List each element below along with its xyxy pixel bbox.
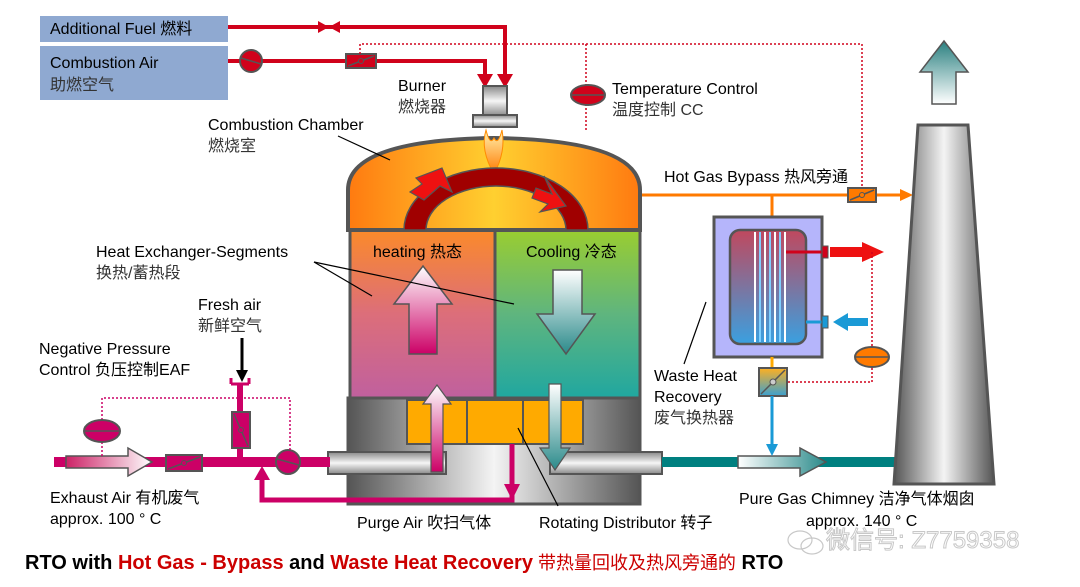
heat-exchanger-leader-line-1: [313, 261, 373, 297]
exhaust-air-label: Exhaust Air 有机废气: [50, 489, 199, 507]
combustion-chamber-cn-label: 燃烧室: [208, 137, 256, 155]
waste-heat-signal: [788, 252, 873, 383]
heating-label: heating 热态: [373, 243, 462, 261]
heat-exchanger-leader-line-2: [313, 261, 515, 305]
combustion-air-fan-icon: [239, 49, 263, 73]
exhaust-fan-icon: [275, 449, 301, 475]
chimney-up-arrow-icon: [918, 39, 970, 105]
purge-up-arrow-icon: [421, 383, 453, 473]
combustion-chamber-leader-line: [337, 135, 391, 161]
additional-fuel-label: Additional Fuel 燃料: [50, 20, 192, 38]
title-part-2: Hot Gas - Bypass: [118, 552, 284, 574]
outlet-pipe: [549, 451, 663, 475]
circulation-arc-icon: [403, 167, 589, 231]
watermark: 微信号: Z7759358: [787, 527, 1020, 555]
title-part-3: and: [284, 552, 331, 574]
additional-fuel-box: Additional Fuel 燃料: [40, 16, 228, 42]
outlet-down-arrow-icon: [538, 383, 572, 472]
wechat-icon: [787, 530, 824, 555]
clean-gas-arrow-icon: [737, 446, 828, 478]
temperature-control-sensor-icon: [570, 84, 606, 106]
title-part-4: Waste Heat Recovery: [330, 552, 534, 574]
waste-heat-damper-icon: [758, 357, 788, 456]
temperature-control-cn-label: 温度控制 CC: [612, 101, 704, 119]
combustion-air-cn-label: 助燃空气: [50, 76, 114, 94]
fuel-valve-icon: [318, 21, 340, 33]
hot-gas-bypass-label: Hot Gas Bypass 热风旁通: [664, 168, 848, 186]
exhaust-air-arrow-icon: [65, 446, 154, 478]
title-part-5: 带热量回收及热风旁通的: [533, 553, 736, 573]
rotating-distributor-leader-line: [517, 427, 559, 507]
heat-exchanger-label: Heat Exchanger-Segments: [96, 244, 288, 261]
cooling-label: Cooling 冷态: [526, 243, 617, 261]
inlet-pipe: [327, 451, 447, 475]
waste-heat-sensor-icon: [854, 346, 890, 368]
burner-cn-label: 燃烧器: [398, 98, 446, 116]
fresh-air-arrow-icon: [236, 338, 248, 382]
heat-exchanger-cn-label: 换热/蓄热段: [96, 264, 180, 282]
temperature-control-signal: [359, 43, 863, 190]
negative-pressure-label-2: Control 负压控制EAF: [39, 361, 190, 379]
waste-heat-label-2: Recovery: [654, 389, 722, 406]
exhaust-damper-icon: [165, 454, 203, 472]
waste-heat-label: Waste Heat: [654, 368, 738, 385]
rotating-distributor-label: Rotating Distributor 转子: [539, 514, 712, 532]
combustion-air-line: [228, 59, 493, 88]
purge-air-line: [254, 444, 520, 503]
watermark-text: 微信号: Z7759358: [826, 527, 1019, 554]
diagram-title: RTO with Hot Gas - Bypass and Waste Heat…: [25, 552, 783, 574]
cooling-down-arrow-icon: [535, 269, 597, 356]
negative-pressure-signal: [101, 397, 291, 456]
fresh-air-damper-icon: [231, 411, 251, 449]
combustion-air-box: Combustion Air 助燃空气: [40, 46, 228, 100]
fresh-air-label: Fresh air: [198, 297, 262, 314]
hot-gas-bypass-damper-icon: [847, 187, 877, 203]
hot-water-out-arrow-icon: [830, 242, 884, 262]
purge-air-label: Purge Air 吹扫气体: [357, 514, 491, 532]
temperature-control-label: Temperature Control: [612, 81, 758, 98]
waste-heat-leader-line: [683, 301, 707, 365]
burner-icon: [472, 85, 518, 128]
cold-water-in-arrow-icon: [833, 313, 868, 331]
title-part-6: RTO: [736, 552, 783, 574]
exhaust-air-temp-label: approx. 100 ° C: [50, 511, 161, 528]
waste-heat-recovery-unit: [712, 215, 829, 359]
chimney: [892, 123, 996, 486]
negative-pressure-sensor-icon: [83, 419, 121, 443]
combustion-chamber-label: Combustion Chamber: [208, 117, 364, 134]
combustion-air-label: Combustion Air: [50, 55, 159, 72]
pure-gas-temp-label: approx. 140 ° C: [806, 513, 917, 530]
negative-pressure-label: Negative Pressure: [39, 341, 171, 358]
combustion-air-damper-icon: [345, 53, 377, 69]
waste-heat-cn-label: 废气换热器: [654, 409, 734, 427]
title-part-1: RTO with: [25, 552, 118, 574]
flame-icon: [483, 128, 504, 176]
fresh-air-cn-label: 新鲜空气: [198, 317, 262, 335]
pure-gas-chimney-label: Pure Gas Chimney 洁净气体烟囱: [739, 490, 975, 508]
burner-label: Burner: [398, 78, 447, 95]
